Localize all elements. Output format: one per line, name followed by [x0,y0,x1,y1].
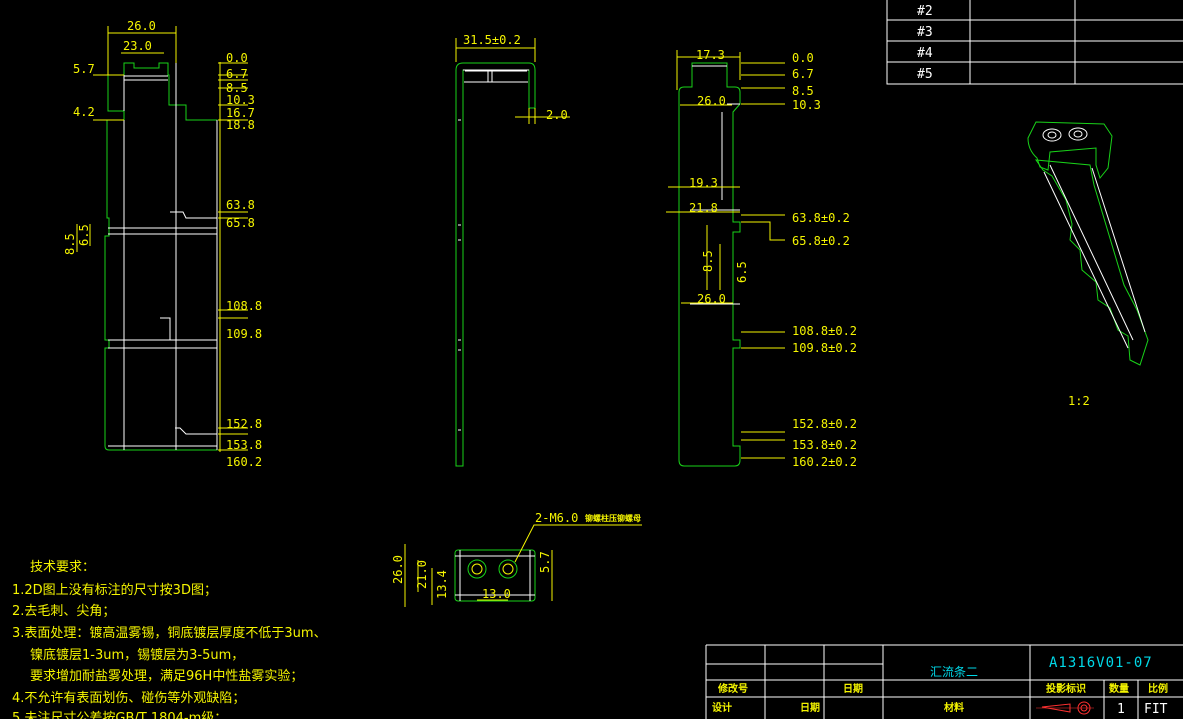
right-station-labels: 0.0 6.7 8.5 10.3 63.8±0.2 65.8±0.2 108.8… [792,51,857,469]
tech-req-line: 4.不允许有表面划伤、碰伤等外观缺陷； [12,690,245,706]
tech-req-line: 2.去毛刺、尖角； [12,604,115,619]
dim-top-width: 17.3 [696,48,725,62]
dim-6-5: 6.5 [735,261,749,283]
isometric-view: 1:2 [1027,121,1149,408]
dim-8-5: 8.5 [63,233,77,255]
thread-callout: 2-M6.0 [535,511,578,525]
technical-requirements: 技术要求： 1.2D图上没有标注的尺寸按3D图； 2.去毛刺、尖角； 3.表面处… [12,560,327,719]
dim-width-inner: 23.0 [123,39,152,53]
station-label: 109.8±0.2 [792,341,857,355]
title-block: 修改号 日期 设计 日期 材料 汇流条二 A1316V01-07 投影标识 数量… [705,644,1183,719]
dim-5-7: 5.7 [538,551,552,573]
station-label: 152.8 [226,417,262,431]
date-label: 日期 [843,682,863,695]
dim-8-5: 8.5 [701,250,715,272]
date-label: 日期 [800,701,820,714]
station-label: 65.8±0.2 [792,234,850,248]
dim-13-4: 13.4 [435,570,449,599]
left-station-labels: 0.0 6.7 8.5 10.3 16.7 18.8 63.8 65.8 108… [226,51,262,469]
station-label: 160.2±0.2 [792,455,857,469]
projection-symbol-icon [1036,701,1094,715]
dim-6-5: 6.5 [77,224,91,246]
station-label: 10.3 [226,93,255,107]
right-front-view: 17.3 26.0 19.3 21.8 26.0 8.5 6.5 0.0 6.7… [666,48,857,469]
dim-4-2: 4.2 [73,105,95,119]
station-label: 152.8±0.2 [792,417,857,431]
dim-5-7: 5.7 [73,62,95,76]
station-label: 8.5 [792,84,814,98]
dim-width-d: 26.0 [697,292,726,306]
tech-req-line: 要求增加耐盐雾处理，满足96H中性盐雾实验； [30,668,303,684]
dim-width-c: 21.8 [689,201,718,215]
dim-13: 13.0 [482,587,511,601]
station-label: 10.3 [792,98,821,112]
station-label: 63.8 [226,198,255,212]
iso-scale-label: 1:2 [1068,394,1090,408]
drawing-number: A1316V01-07 [1049,655,1153,671]
dim-21: 21.0 [415,560,429,589]
design-label: 设计 [712,701,732,714]
tech-req-line: 镍底镀层1-3um，锡镀层为3-5um， [30,647,244,663]
dim-side-width: 31.5±0.2 [463,33,521,47]
station-label: 63.8±0.2 [792,211,850,225]
station-label: 108.8 [226,299,262,313]
tech-req-line: 5.未注尺寸公差按GB/T 1804-m级； [12,711,227,719]
dim-26: 26.0 [391,555,405,584]
quantity-value: 1 [1117,702,1125,717]
thread-callout-note: 铆螺柱压铆螺母 [585,513,641,523]
station-label: 8.5 [226,81,248,95]
revision-row-label: #4 [917,46,933,61]
station-label: 153.8 [226,438,262,452]
quantity-label: 数量 [1109,682,1129,695]
station-label: 109.8 [226,327,262,341]
modify-label: 修改号 [717,682,748,695]
projection-label: 投影标识 [1046,682,1086,695]
scale-label: 比例 [1148,682,1168,695]
station-label: 6.7 [226,67,248,81]
dim-width-top: 26.0 [127,19,156,33]
revision-table: #2 #3 #4 #5 [886,0,1183,85]
scale-value: FIT [1144,702,1168,717]
dim-side-thickness: 2.0 [546,108,568,122]
revision-row-label: #3 [917,25,933,40]
top-view: 2-M6.0 铆螺柱压铆螺母 26.0 21.0 13.4 13.0 5.7 [391,511,642,607]
station-label: 18.8 [226,118,255,132]
revision-row-label: #2 [917,4,933,19]
revision-row-label: #5 [917,67,933,82]
dim-width-b: 19.3 [689,176,718,190]
station-label: 153.8±0.2 [792,438,857,452]
left-front-view: 26.0 23.0 5.7 4.2 8.5 6.5 0.0 6.7 8.5 10… [63,19,262,469]
station-label: 65.8 [226,216,255,230]
station-label: 6.7 [792,67,814,81]
station-label: 0.0 [226,51,248,65]
tech-req-line: 3.表面处理：镀高温雾锡，铜底镀层厚度不低于3um、 [12,625,327,641]
station-label: 0.0 [792,51,814,65]
material-label: 材料 [944,701,964,714]
tech-req-line: 1.2D图上没有标注的尺寸按3D图； [12,582,217,598]
side-view: 31.5±0.2 2.0 [455,33,570,467]
tech-req-heading: 技术要求： [30,560,95,575]
dim-width-a: 26.0 [697,94,726,108]
part-name: 汇流条二 [930,665,978,679]
station-label: 108.8±0.2 [792,324,857,338]
station-label: 16.7 [226,106,255,120]
station-label: 160.2 [226,455,262,469]
